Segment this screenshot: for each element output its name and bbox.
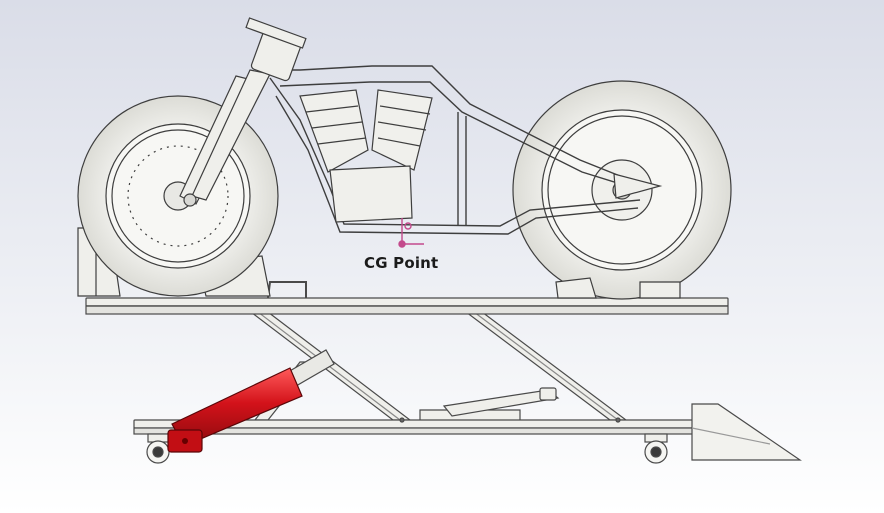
- ramp: [691, 403, 802, 461]
- pump-link: [442, 389, 560, 417]
- caster-right: [644, 433, 668, 464]
- front-wheel: [77, 95, 279, 297]
- cg-marker: [398, 218, 424, 248]
- caster-left: [146, 433, 171, 464]
- top-platform: [85, 297, 729, 307]
- cg-point-label: CG Point: [364, 254, 439, 272]
- engine: [299, 89, 433, 223]
- rear-wheel-chock: [555, 277, 681, 299]
- hydraulic-cylinder: [167, 349, 335, 453]
- front-fork: [179, 17, 307, 207]
- frame: [269, 65, 641, 235]
- motorcycle: [77, 17, 732, 300]
- rear-axle-cover: [613, 173, 663, 199]
